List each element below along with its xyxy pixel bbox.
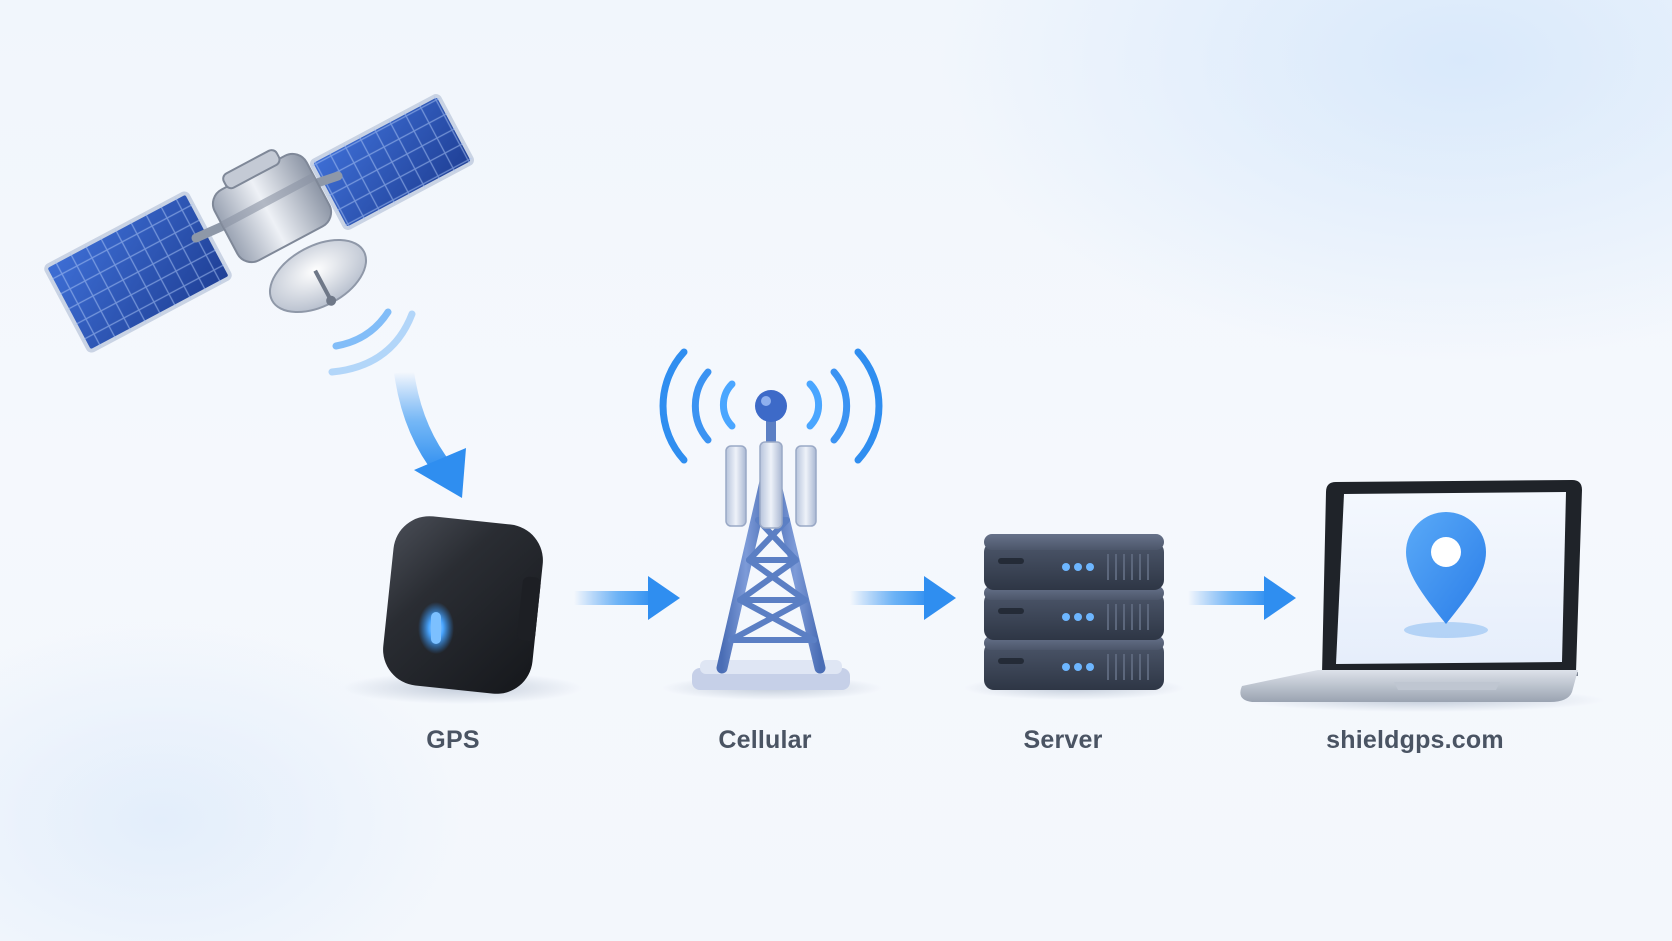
arrow-server-to-web bbox=[1188, 576, 1296, 620]
arrow-gps-to-cellular bbox=[574, 576, 680, 620]
cell-tower-icon bbox=[659, 348, 883, 700]
node-label-cellular: Cellular bbox=[718, 726, 812, 754]
node-label-web: shieldgps.com bbox=[1326, 726, 1504, 754]
arrow-satellite-to-gps bbox=[394, 370, 466, 498]
node-label-gps: GPS bbox=[426, 726, 480, 754]
node-label-server: Server bbox=[1023, 726, 1103, 754]
server-rack-icon bbox=[964, 534, 1184, 700]
arrow-cellular-to-server bbox=[850, 576, 956, 620]
satellite-icon bbox=[44, 94, 475, 376]
gps-tracker-icon bbox=[342, 516, 582, 704]
laptop-map-pin-icon bbox=[1240, 480, 1604, 712]
